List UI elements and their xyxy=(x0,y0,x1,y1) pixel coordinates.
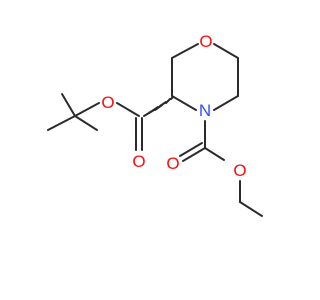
bond-o1-c6 xyxy=(213,43,239,59)
ester-carbonyl-oxygen-label: O xyxy=(132,152,145,171)
bond-c2-o1 xyxy=(171,43,199,59)
ester-ether-oxygen-label: O xyxy=(101,93,114,112)
bond-o-tbu xyxy=(74,102,100,117)
bond-ch2-ch3 xyxy=(239,201,263,217)
bond-tbu-me1 xyxy=(61,93,76,117)
bond-carbamate-c-o-double-a xyxy=(182,147,206,162)
carbamate-ether-oxygen-label: O xyxy=(233,161,246,180)
structure-diagram: O N O O O O xyxy=(47,32,263,217)
ring-nitrogen-label: N xyxy=(199,101,211,120)
bond-tbu-me3 xyxy=(47,115,76,131)
bond-carbamate-c-o-double-b xyxy=(179,142,203,157)
bond-c5-n4 xyxy=(213,95,239,111)
ring-oxygen-label: O xyxy=(199,32,212,51)
bond-carbamate-c-o-single xyxy=(204,147,225,161)
bond-tbu-me2 xyxy=(74,115,98,131)
hashed-wedge-bond xyxy=(143,96,174,117)
molecule-canvas: O N O O O O xyxy=(47,32,263,217)
bond-ester-c-o-single xyxy=(116,102,140,117)
carbamate-carbonyl-oxygen-label: O xyxy=(166,154,179,173)
bond-n4-c3 xyxy=(171,95,197,111)
